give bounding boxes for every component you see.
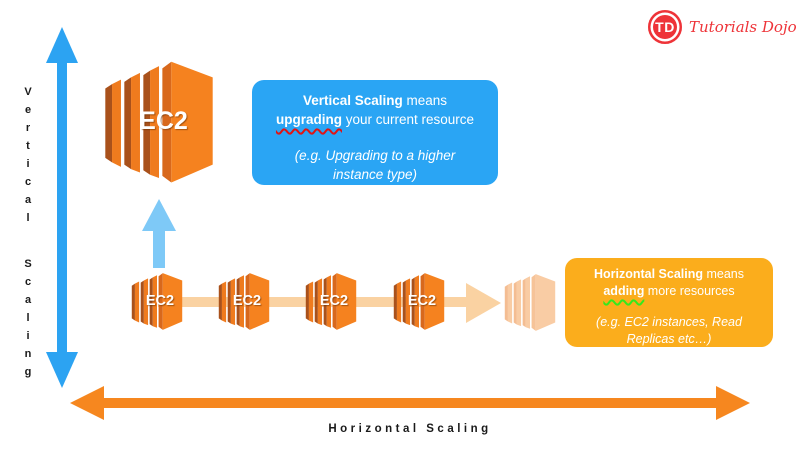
ec2-large-icon (105, 61, 213, 183)
vertical-callout-line1: Vertical Scaling means (302, 93, 448, 108)
horizontal-axis-arrow (70, 386, 750, 420)
ec2-icon-1 (131, 273, 183, 330)
ec2-faded-icon (504, 274, 556, 331)
tutorials-dojo-logo-icon: TD (648, 10, 682, 44)
vertical-scaling-callout: Vertical Scaling means upgrading your cu… (252, 80, 498, 185)
tutorials-dojo-logo-text: Tutorials Dojo (689, 18, 797, 36)
tutorials-dojo-logo: TD Tutorials Dojo (648, 10, 797, 44)
horizontal-axis-label: Horizontal Scaling (328, 423, 492, 435)
horizontal-callout-line1: Horizontal Scaling means (593, 267, 745, 281)
vertical-axis-label: Vertical Scaling (22, 86, 34, 384)
scale-up-arrow (142, 199, 176, 268)
horizontal-callout-line2: adding more resources (603, 284, 735, 298)
vertical-callout-example: (e.g. Upgrading to a higher instance typ… (294, 148, 456, 182)
vertical-axis-arrow (46, 27, 78, 388)
vertical-callout-line2: upgrading your current resource (275, 112, 475, 127)
horizontal-callout-example: (e.g. EC2 instances, Read Replicas etc…) (596, 315, 742, 346)
horizontal-scaling-callout: Horizontal Scaling means adding more res… (565, 258, 773, 347)
